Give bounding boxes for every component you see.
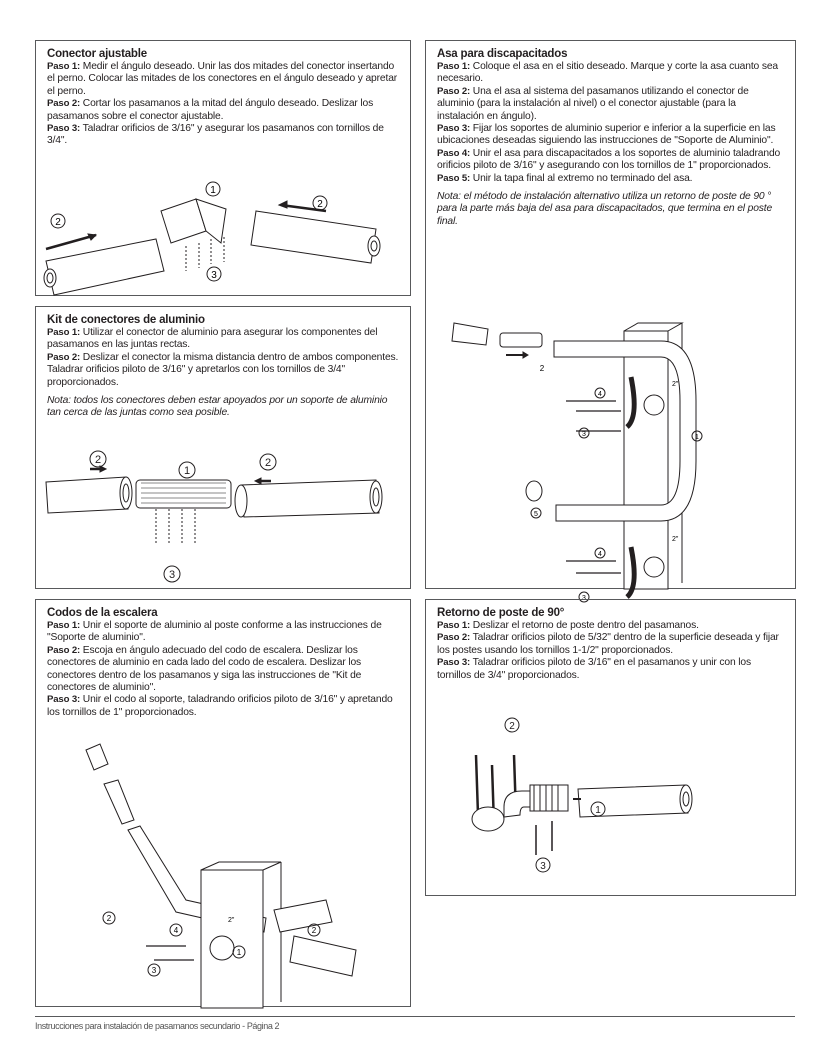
step-5: Paso 5: Unir la tapa final al extremo no… bbox=[437, 172, 693, 184]
step-2: Paso 2: Taladrar orificios piloto de 5/3… bbox=[437, 632, 779, 656]
step-1: Paso 1: Coloque el asa en el sitio desea… bbox=[437, 61, 778, 85]
step-2: Paso 2: Cortar los pasamanos a la mitad … bbox=[47, 98, 374, 122]
callout-1: 1 bbox=[237, 948, 242, 957]
callout-2b: 2 bbox=[312, 926, 317, 935]
callout-5: 5 bbox=[534, 511, 538, 518]
callout-2: 2 bbox=[509, 721, 515, 732]
callout-3: 3 bbox=[169, 569, 175, 581]
section-retorno-poste: Retorno de poste de 90° Paso 1: Deslizar… bbox=[425, 599, 796, 896]
callout-1: 1 bbox=[595, 805, 601, 816]
callout-3b: 3 bbox=[582, 595, 586, 602]
step-3: Paso 3: Taladrar orificios de 3/16" y as… bbox=[47, 123, 384, 147]
callout-2b: 2 bbox=[317, 199, 323, 210]
callout-2: 2 bbox=[95, 454, 101, 466]
callout-4: 4 bbox=[174, 926, 179, 935]
step-3: Paso 3: Taladrar orificios piloto de 3/1… bbox=[437, 657, 751, 681]
callout-2in: 2" bbox=[228, 917, 235, 924]
step-2: Paso 2: Deslizar el conector la misma di… bbox=[47, 351, 399, 388]
section-title: Retorno de poste de 90° bbox=[437, 607, 565, 619]
step-4: Paso 4: Unir el asa para discapacitados … bbox=[437, 147, 781, 172]
footer-divider bbox=[35, 1016, 795, 1017]
callout-4b: 4 bbox=[598, 551, 602, 558]
callout-1: 1 bbox=[210, 185, 216, 196]
step-1: Paso 1: Unir el soporte de aluminio al p… bbox=[47, 620, 382, 644]
section-kit-conectores: Kit de conectores de aluminio Paso 1: Ut… bbox=[35, 306, 411, 589]
callout-2in: 2" bbox=[672, 381, 679, 388]
section-title: Conector ajustable bbox=[47, 48, 147, 60]
callout-2b: 2 bbox=[265, 457, 271, 469]
callout-2: 2 bbox=[107, 914, 112, 923]
step-3: Paso 3: Fijar los soportes de aluminio s… bbox=[437, 123, 776, 147]
stair-elbow-callouts: 2 4 2" 1 3 2 bbox=[107, 914, 317, 975]
section-title: Codos de la escalera bbox=[47, 607, 158, 619]
page-footer: Instrucciones para instalación de pasama… bbox=[35, 1021, 280, 1031]
stair-elbow-diagram bbox=[85, 743, 357, 1009]
step-2: Paso 2: Escoja en ángulo adecuado del co… bbox=[47, 644, 362, 694]
step-1: Paso 1: Medir el ángulo deseado. Unir la… bbox=[47, 61, 398, 97]
section-title: Kit de conectores de aluminio bbox=[47, 314, 205, 326]
adjustable-connector-diagram bbox=[43, 181, 381, 296]
step-3: Paso 3: Unir el codo al soporte, taladra… bbox=[47, 694, 393, 718]
post-return-diagram: 2 1 3 bbox=[471, 717, 693, 873]
section-conector-ajustable: Conector ajustable Paso 1: Medir el ángu… bbox=[35, 40, 411, 296]
section-title: Asa para discapacitados bbox=[437, 48, 568, 60]
adjustable-connector-callouts: 1 2 2 3 bbox=[55, 185, 323, 281]
grab-bar-diagram bbox=[451, 322, 703, 603]
callout-2in-b: 2" bbox=[672, 536, 679, 543]
note: Nota: el método de instalación alternati… bbox=[437, 191, 773, 227]
callout-1: 1 bbox=[184, 465, 190, 477]
section-asa-discapacitados: Asa para discapacitados Paso 1: Coloque … bbox=[425, 40, 796, 603]
aluminum-connector-diagram: 2 1 2 3 bbox=[45, 450, 383, 583]
callout-2: 2 bbox=[540, 364, 545, 373]
callout-2: 2 bbox=[55, 217, 61, 228]
callout-3: 3 bbox=[540, 861, 546, 872]
callout-3: 3 bbox=[152, 966, 157, 975]
callout-3: 3 bbox=[582, 431, 586, 438]
callout-3: 3 bbox=[211, 270, 217, 281]
section-codos-escalera: Codos de la escalera Paso 1: Unir el sop… bbox=[35, 599, 411, 1009]
step-1: Paso 1: Deslizar el retorno de poste den… bbox=[437, 620, 699, 631]
note: Nota: todos los conectores deben estar a… bbox=[47, 395, 388, 419]
callout-4: 4 bbox=[598, 391, 602, 398]
step-2: Paso 2: Una el asa al sistema del pasama… bbox=[437, 85, 749, 122]
grab-bar-callouts: 2 4 2" 3 1 5 4 2" 3 bbox=[534, 364, 699, 602]
callout-1: 1 bbox=[695, 434, 699, 441]
step-1: Paso 1: Utilizar el conector de aluminio… bbox=[47, 327, 378, 351]
